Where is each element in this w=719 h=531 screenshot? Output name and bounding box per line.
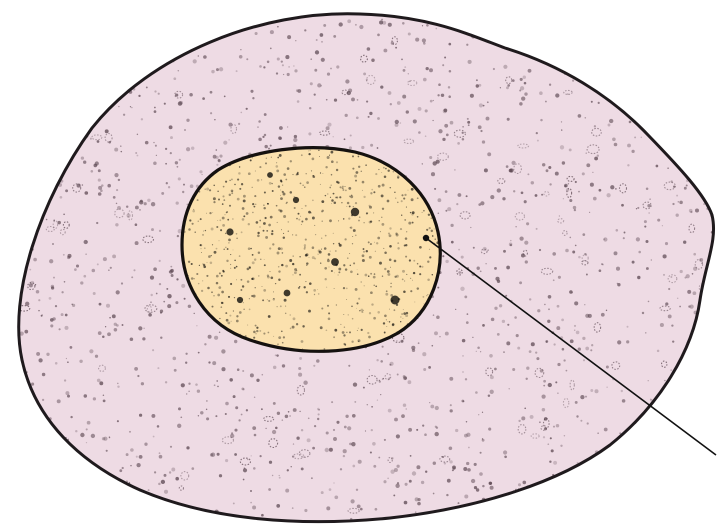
pointer-dot	[423, 235, 429, 241]
nucleus	[182, 148, 440, 352]
